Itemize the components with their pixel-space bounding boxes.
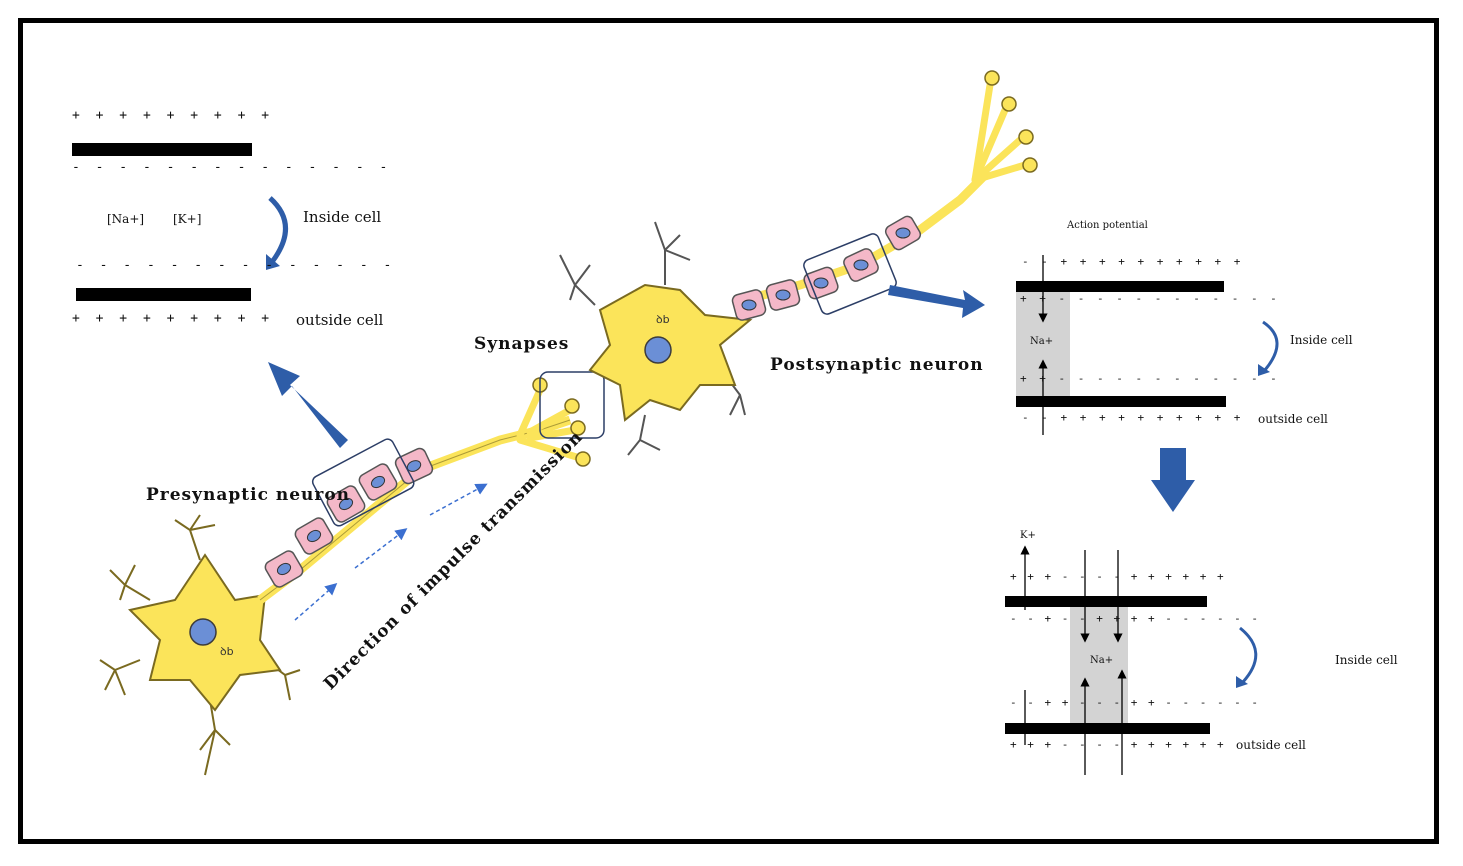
- action-na-label: Na+: [1030, 336, 1054, 347]
- resting-bottom-plus: + + + + + + + + +: [72, 311, 274, 326]
- impulse-arrows: [294, 483, 488, 621]
- k-ion-label: [K+]: [173, 212, 202, 226]
- repol-lower-inner: - - + + - - - + + - - - - - -: [1010, 696, 1261, 709]
- repol-outside-label: outside cell: [1236, 738, 1306, 752]
- resting-inside-label: Inside cell: [303, 208, 382, 226]
- resting-lower-minus: - - - - - - - - - - - - - -: [76, 258, 396, 273]
- resting-top-plus: + + + + + + + + +: [72, 108, 274, 123]
- action-top-row: - - + + + + + + + + + +: [1022, 255, 1244, 268]
- action-outside-label: outside cell: [1258, 412, 1328, 426]
- svg-text:ꝺb: ꝺb: [656, 313, 670, 326]
- synapse-box: [539, 371, 605, 439]
- repol-panel: [1005, 545, 1258, 775]
- action-inside-label: Inside cell: [1290, 333, 1353, 347]
- resting-panel: [72, 143, 288, 301]
- repol-na-label: Na+: [1090, 655, 1114, 666]
- action-panel: [1016, 255, 1279, 435]
- resting-outside-label: outside cell: [296, 311, 384, 329]
- repol-top-row: + + + - - - - + + + + + +: [1010, 570, 1226, 583]
- repol-upper-inner: - - + - - + + + + - - - - - -: [1010, 612, 1261, 625]
- big-blue-arrows: [268, 285, 1195, 512]
- svg-text:ꝺb: ꝺb: [220, 645, 234, 658]
- action-bottom-row: - - + + + + + + + + + +: [1022, 411, 1244, 424]
- repol-k-label: K+: [1020, 530, 1036, 541]
- resting-upper-minus: - - - - - - - - - - - - - -: [72, 160, 392, 175]
- action-upper-inner: + + - - - - - - - - - - - -: [1020, 292, 1280, 305]
- presynaptic-label: Presynaptic neuron: [146, 485, 351, 505]
- diagram-frame: [18, 18, 1439, 844]
- postsynaptic-label: Postsynaptic neuron: [770, 355, 984, 375]
- postsynaptic-neuron: ꝺb: [559, 70, 1038, 456]
- na-ion-label: [Na+]: [107, 212, 145, 226]
- synapses-label: Synapses: [474, 334, 570, 354]
- repol-inside-label: Inside cell: [1335, 653, 1398, 667]
- repol-bottom-row: + + + - - - - + + + + + +: [1010, 738, 1226, 751]
- presynaptic-neuron: ꝺb: [99, 377, 591, 776]
- action-lower-inner: + + - - - - - - - - - - - -: [1020, 372, 1280, 385]
- action-potential-label: Action potential: [1067, 220, 1148, 231]
